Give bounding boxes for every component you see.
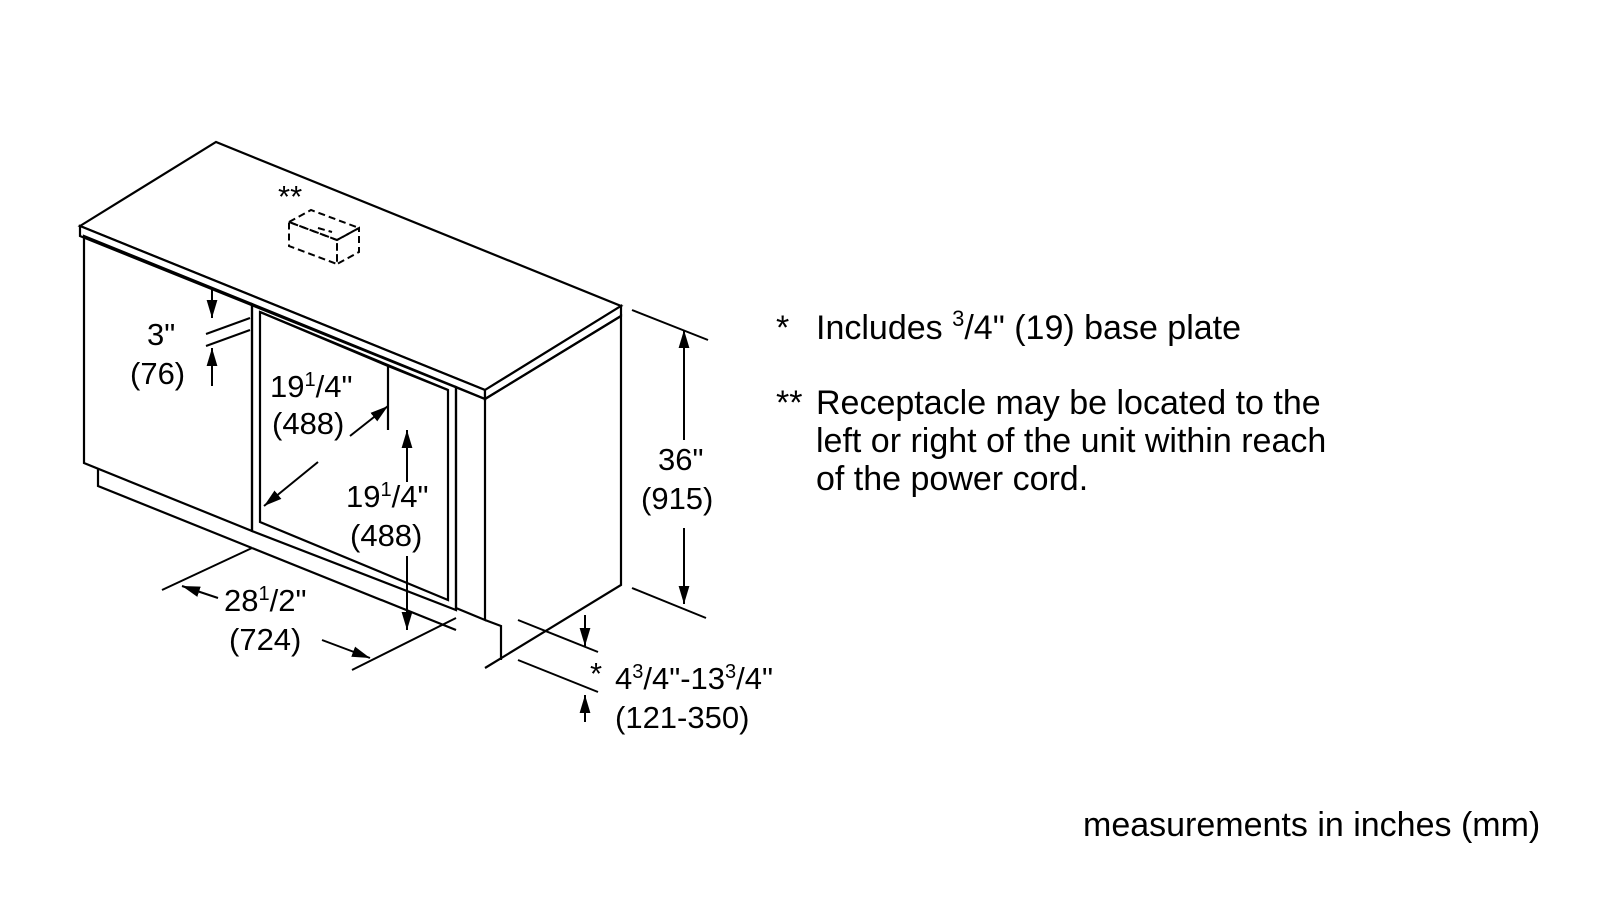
- dim-top-gap-mm: (76): [130, 356, 185, 391]
- dim-toe-kick-mm: (121-350): [615, 700, 749, 735]
- dim-top-gap-in: 3": [147, 317, 175, 352]
- note-base-plate-text-post: /4" (19) base plate: [964, 309, 1242, 347]
- note-receptacle-line2: left or right of the unit within reach: [816, 422, 1327, 460]
- dim-opening-height-in: 191/4": [270, 369, 352, 404]
- dim-toe-kick-in: 43/4"-133/4": [615, 661, 773, 696]
- dim-cabinet-height-mm: (915): [641, 481, 713, 516]
- dim-opening-height-lines: [263, 405, 389, 507]
- dim-cabinet-depth-mm: (724): [229, 622, 301, 657]
- dim-opening-depth-mm: (488): [350, 518, 422, 553]
- dim-cabinet-height-lines: [631, 309, 709, 619]
- dim-top-gap-lines: [205, 288, 251, 386]
- dim-cabinet-depth-lines: [161, 547, 457, 671]
- dim-opening-height-mm: (488): [272, 406, 344, 441]
- dim-opening-depth-in: 191/4": [346, 479, 428, 514]
- dim-cabinet-depth-in: 281/2": [224, 583, 306, 618]
- note-receptacle-marker: **: [776, 384, 803, 422]
- cabinet-outline: [77, 140, 624, 669]
- dim-cabinet-height-in: 36": [658, 442, 704, 477]
- note-base-plate-marker: *: [776, 309, 790, 347]
- note-receptacle-line3: of the power cord.: [816, 460, 1089, 498]
- note-base-plate-text-sup: 3: [952, 306, 965, 331]
- note-base-plate: * Includes 3/4" (19) base plate: [776, 306, 1242, 348]
- dim-toe-kick-marker: *: [590, 656, 602, 691]
- measurement-units-footer: measurements in inches (mm): [1083, 806, 1541, 844]
- note-receptacle: ** Receptacle may be located to the left …: [776, 384, 1326, 498]
- note-base-plate-text-pre: Includes: [816, 309, 953, 347]
- receptacle-box: [286, 208, 362, 266]
- dim-toe-kick-lines: [517, 615, 599, 722]
- receptacle-marker: **: [278, 179, 302, 214]
- note-receptacle-line1: Receptacle may be located to the: [816, 384, 1321, 422]
